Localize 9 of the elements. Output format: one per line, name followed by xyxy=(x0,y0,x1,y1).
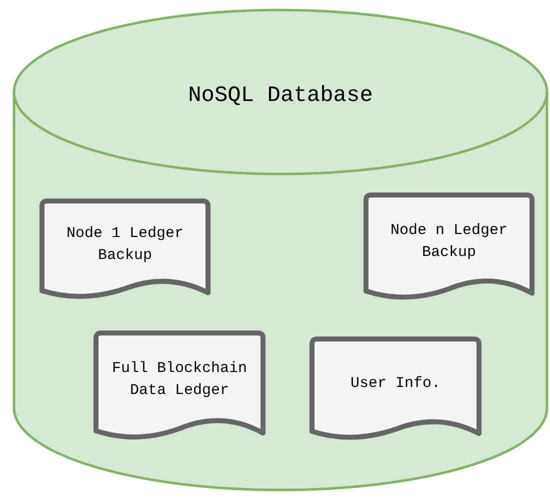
document-shape xyxy=(40,198,210,299)
document-label: Node n Ledger Backup xyxy=(389,220,509,263)
document-label: Full Blockchain Data Ledger xyxy=(110,359,248,402)
database-title: NoSQL Database xyxy=(187,82,374,110)
document-label: User Info. xyxy=(349,374,442,394)
document-shape xyxy=(310,336,482,440)
document-shape xyxy=(364,192,534,300)
document-shape xyxy=(94,330,266,440)
document-label: Node 1 Ledger Backup xyxy=(65,224,185,266)
